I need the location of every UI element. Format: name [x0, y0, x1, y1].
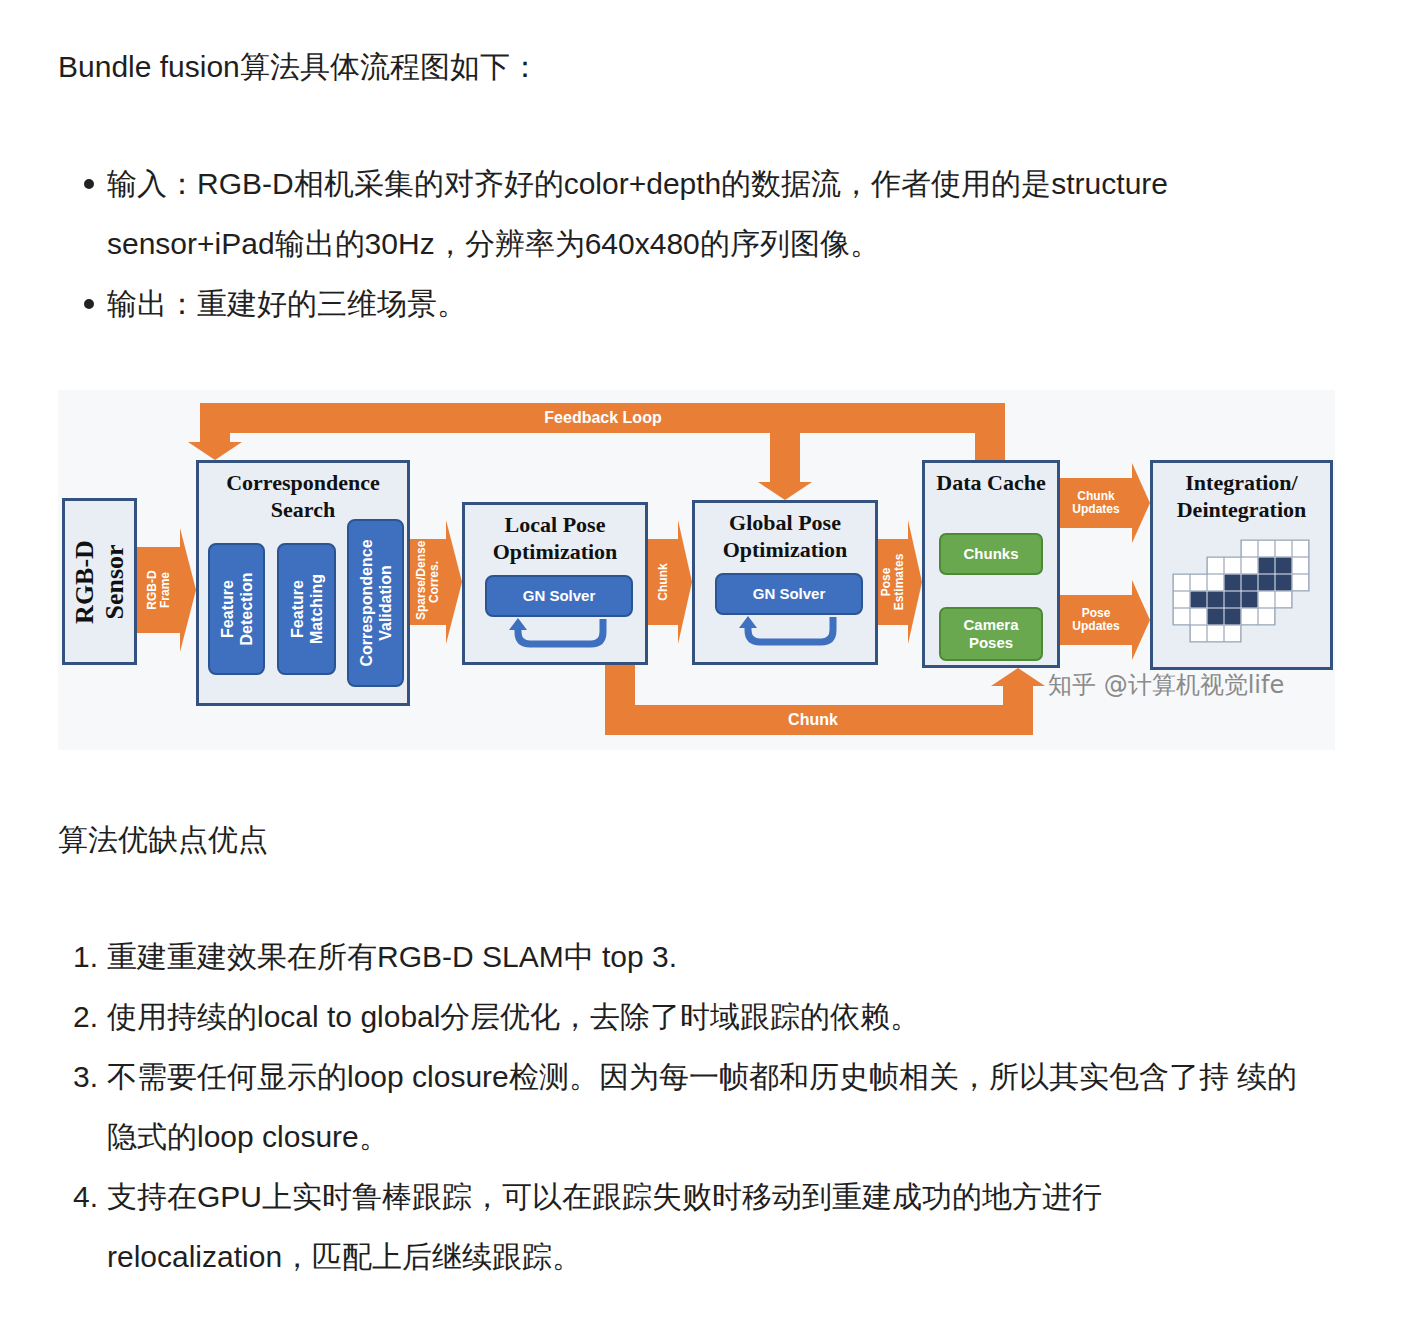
- body-text: 输出：重建好的三维场景。: [107, 274, 1310, 334]
- arrow-label: Pose Updates: [1062, 607, 1130, 633]
- list-item: 使用持续的local to global分层优化，去除了时域跟踪的依赖。: [107, 987, 1310, 1047]
- box-label: Data Cache: [925, 463, 1057, 496]
- step-box: Feature Detection: [208, 543, 265, 675]
- arrow-head: [1132, 580, 1150, 660]
- body-text: 输入：RGB-D相机采集的对齐好的color+depth的数据流，作者使用的是s…: [107, 154, 1310, 274]
- arrow-label: Sparse/Dense Corres.: [415, 544, 441, 620]
- solver-loop: [748, 617, 833, 642]
- module-box: Global Pose Optimization GN Solver: [692, 500, 878, 665]
- heading: Bundle fusion算法具体流程图如下：: [58, 37, 1358, 97]
- arrow-body: [648, 539, 678, 625]
- arrow-label: Chunk: [657, 544, 670, 620]
- flow-arrow: [137, 528, 196, 652]
- box-label: Chunks: [963, 545, 1018, 563]
- arrow-label: Chunk: [788, 711, 838, 729]
- box-label: Integration/ Deintegration: [1153, 463, 1330, 523]
- box-label: GN Solver: [753, 585, 826, 603]
- rotated-label: Feature Matching: [288, 548, 326, 670]
- arrow-label: RGB-D Frame: [146, 552, 172, 628]
- box-label: Global Pose Optimization: [695, 503, 875, 563]
- solver-box: GN Solver: [715, 573, 863, 615]
- box-label: Camera Poses: [941, 616, 1041, 652]
- arrow-label: Pose Estimates: [880, 544, 906, 620]
- arrow-body: [410, 539, 446, 625]
- arrow-head: [908, 520, 922, 644]
- bullet-dot: [84, 179, 94, 189]
- sensor-box: RGB-D Sensor: [62, 498, 137, 665]
- solver-loop-head: [509, 618, 527, 630]
- module-box: Local Pose Optimization GN Solver: [462, 502, 648, 665]
- arrow-body: [1060, 595, 1132, 645]
- list-number: 3.: [56, 1047, 98, 1107]
- flow-arrow: [1060, 580, 1150, 660]
- box-fill: [692, 500, 878, 665]
- rotated-label: Correspondence Validation: [357, 524, 395, 682]
- flow-arrow: [878, 520, 922, 644]
- box-fill: [1150, 460, 1333, 670]
- rotated-label: RGB-D Sensor: [70, 503, 130, 660]
- flow-arrow: [410, 520, 462, 644]
- box-label: Correspondence Search: [199, 463, 407, 523]
- step-box: Feature Matching: [277, 543, 336, 675]
- module-box: Correspondence SearchFeature Detection Fe…: [196, 460, 410, 706]
- flow-diagram: 知乎 @计算机视觉life RGB-D Sensor Correspondence …: [58, 390, 1335, 750]
- bullet-dot: [84, 299, 94, 309]
- arrow-body: [1060, 478, 1132, 528]
- box-label: Local Pose Optimization: [465, 505, 645, 565]
- box-label: GN Solver: [523, 587, 596, 605]
- section-heading: 算法优缺点优点: [58, 810, 1358, 870]
- watermark: 知乎 @计算机视觉life: [1048, 671, 1284, 699]
- list-number: 4.: [56, 1167, 98, 1227]
- voxel-grid: [1173, 540, 1309, 642]
- module-box: Integration/ Deintegration: [1150, 460, 1333, 670]
- solver-loop-head: [739, 616, 757, 628]
- list-number: 2.: [56, 987, 98, 1047]
- flow-arrow: [1060, 463, 1150, 543]
- cache-box: Camera Poses: [939, 607, 1043, 661]
- flow-arrow: [648, 520, 692, 644]
- cache-box: Chunks: [939, 533, 1043, 575]
- arrow-body: [137, 547, 180, 633]
- arrow-head: [678, 520, 692, 644]
- arrow-head: [446, 520, 462, 644]
- arrow-head: [991, 668, 1045, 686]
- list-item: 重建重建效果在所有RGB-D SLAM中 top 3.: [107, 927, 1310, 987]
- arrow-label: Feedback Loop: [544, 409, 661, 427]
- list-item: 不需要任何显示的loop closure检测。因为每一帧都和历史帧相关，所以其实…: [107, 1047, 1310, 1167]
- arrow-label: Chunk Updates: [1062, 490, 1130, 516]
- arrow-head: [1132, 463, 1150, 543]
- module-box: Data CacheChunksCamera Poses: [922, 460, 1060, 668]
- arrow-head: [180, 528, 196, 652]
- step-box: Correspondence Validation: [347, 519, 404, 687]
- list-number: 1.: [56, 927, 98, 987]
- rotated-label: Feature Detection: [218, 548, 256, 670]
- arrow-body: [878, 539, 908, 625]
- solver-box: GN Solver: [485, 575, 633, 617]
- arrow-head: [188, 442, 242, 460]
- box-fill: [462, 502, 648, 665]
- solver-loop: [518, 619, 603, 644]
- list-item: 支持在GPU上实时鲁棒跟踪，可以在跟踪失败时移动到重建成功的地方进行 reloc…: [107, 1167, 1310, 1287]
- arrow-head: [758, 482, 812, 500]
